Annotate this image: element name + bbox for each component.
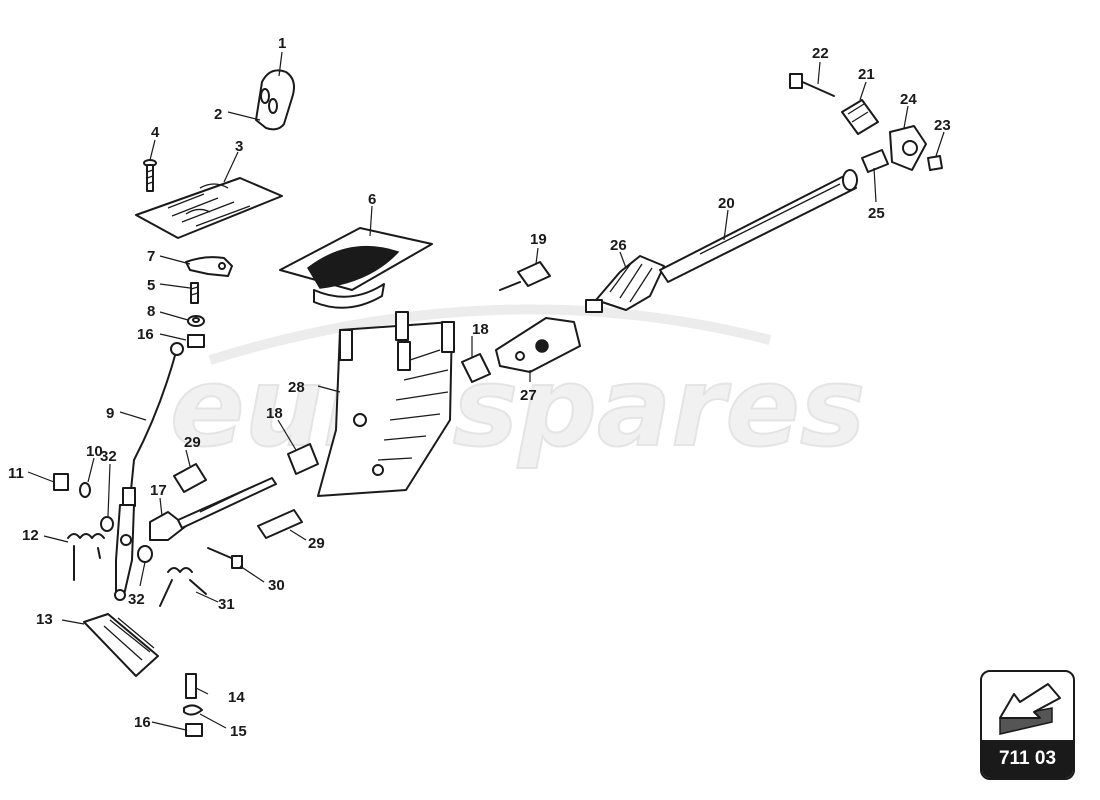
callout-4: 4 [151,124,160,141]
bushing-21 [841,99,879,135]
callout-6: 6 [368,191,376,208]
callout-13: 13 [36,611,53,628]
nut-23 [927,155,943,171]
callout-17: 17 [150,482,167,499]
callout-32-bottom: 32 [128,591,145,608]
callout-31: 31 [218,596,235,613]
callout-5: 5 [147,277,155,294]
callout-29-left: 29 [184,434,201,451]
callout-16-bottom: 16 [134,714,151,731]
callout-30: 30 [268,577,285,594]
callout-18-left: 18 [266,405,283,422]
gate-plate [135,177,283,239]
callout-24: 24 [900,91,917,108]
callout-1: 1 [278,35,286,52]
bracket-7 [185,256,233,277]
callout-12: 12 [22,527,39,544]
sensor-19 [499,261,551,291]
shaft-20 [659,169,858,283]
bolt-22 [789,73,835,97]
section-code: 711 03 [982,740,1073,778]
callout-7: 7 [147,248,155,265]
watermark: eurospares [169,304,867,472]
back-arrow-icon [999,683,1061,735]
gaiter-26 [585,255,665,313]
callout-20: 20 [718,195,735,212]
callout-2: 2 [214,106,222,123]
callout-27: 27 [520,387,537,404]
rubber-boot [279,227,433,309]
callout-numbers: 1 2 3 4 5 6 7 8 9 10 11 12 13 14 15 16 1… [8,35,951,740]
bolt-30 [207,547,243,569]
callout-8: 8 [147,303,155,320]
gear-knob [255,69,295,131]
bushings-29 [173,463,303,539]
washers-32 [100,516,153,563]
bolt-25 [861,149,889,173]
nut-washer-10-11 [53,473,91,498]
lever-arm [114,504,135,601]
callout-26: 26 [610,237,627,254]
callout-21: 21 [858,66,875,83]
spring-12 [67,533,105,581]
leader-lines [27,51,945,731]
callout-3: 3 [235,138,243,155]
callout-25: 25 [868,205,885,222]
gear-lever-rod [122,342,184,507]
shaft-17 [149,477,277,541]
bracket-28 [317,311,455,497]
pedal-13 [83,613,159,677]
callout-29-right: 29 [308,535,325,552]
callout-23: 23 [934,117,951,134]
callout-28: 28 [288,379,305,396]
callout-9: 9 [106,405,114,422]
small-hardware [187,282,205,348]
callout-11: 11 [8,465,24,482]
callout-10: 10 [86,443,103,460]
hardware-14-15-16 [183,673,203,737]
clamp-24 [889,125,927,171]
universal-joint-27 [495,317,581,373]
callout-16-top: 16 [137,326,154,343]
callout-14: 14 [228,689,245,706]
callout-32-top: 32 [100,448,117,465]
spring-31 [159,567,207,607]
bushings-18 [287,353,491,475]
callout-15: 15 [230,723,247,740]
callout-19: 19 [530,231,547,248]
section-nav-badge[interactable]: 711 03 [980,670,1075,780]
callout-18-right: 18 [472,321,489,338]
callout-22: 22 [812,45,829,62]
screw-4 [143,159,157,192]
